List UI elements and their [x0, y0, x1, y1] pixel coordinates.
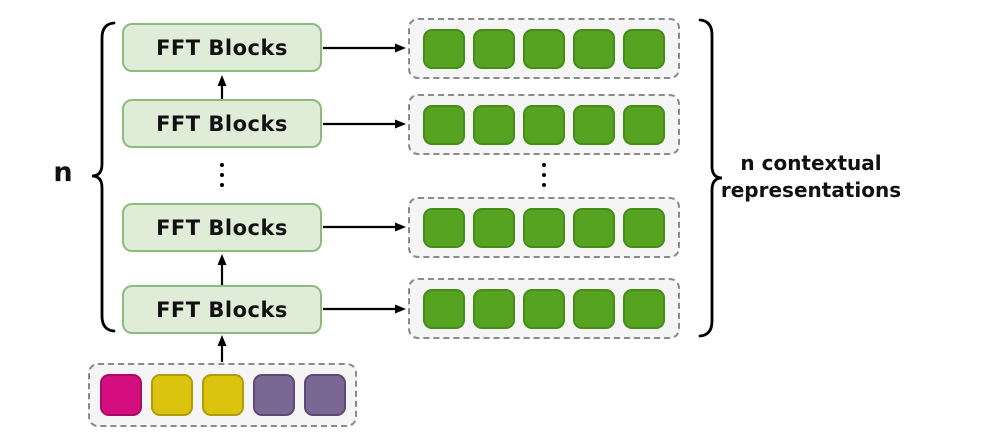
- fft-block-1: FFT Blocks: [122, 23, 322, 72]
- output-row-4: [408, 278, 680, 339]
- stack-count-label: n: [53, 157, 73, 188]
- output-token: [573, 288, 615, 329]
- output-token: [423, 28, 465, 69]
- output-token: [473, 28, 515, 69]
- fft-block-4: FFT Blocks: [122, 285, 322, 334]
- output-token: [573, 28, 615, 69]
- dot: [542, 173, 546, 177]
- output-row-1: [408, 18, 680, 79]
- output-token: [473, 207, 515, 248]
- ellipsis-blocks: [220, 163, 224, 187]
- dot: [542, 183, 546, 187]
- input-token-purple: [304, 374, 346, 416]
- fft-block-3: FFT Blocks: [122, 203, 322, 252]
- output-annotation-line2: representations: [720, 178, 902, 202]
- output-token: [623, 288, 665, 329]
- output-annotation-line1: n contextual: [740, 151, 882, 175]
- input-token-magenta: [100, 374, 142, 416]
- output-token: [473, 104, 515, 145]
- output-row-2: [408, 94, 680, 155]
- output-token: [523, 288, 565, 329]
- right-brace: [698, 18, 723, 338]
- output-token: [523, 104, 565, 145]
- output-annotation: n contextual representations: [695, 150, 927, 204]
- output-row-3: [408, 197, 680, 258]
- input-token-row: [88, 363, 357, 427]
- ellipsis-outputs: [542, 163, 546, 187]
- dot: [220, 163, 224, 167]
- dot: [542, 163, 546, 167]
- output-token: [473, 288, 515, 329]
- fft-block-2: FFT Blocks: [122, 99, 322, 148]
- output-token: [573, 207, 615, 248]
- output-token: [423, 288, 465, 329]
- input-token-yellow: [151, 374, 193, 416]
- output-token: [523, 207, 565, 248]
- output-token: [623, 104, 665, 145]
- dot: [220, 183, 224, 187]
- output-token: [523, 28, 565, 69]
- dot: [220, 173, 224, 177]
- output-token: [423, 104, 465, 145]
- output-token: [623, 28, 665, 69]
- output-token: [423, 207, 465, 248]
- output-token: [573, 104, 615, 145]
- output-token: [623, 207, 665, 248]
- left-brace: [91, 21, 116, 333]
- input-token-purple: [253, 374, 295, 416]
- input-token-yellow: [202, 374, 244, 416]
